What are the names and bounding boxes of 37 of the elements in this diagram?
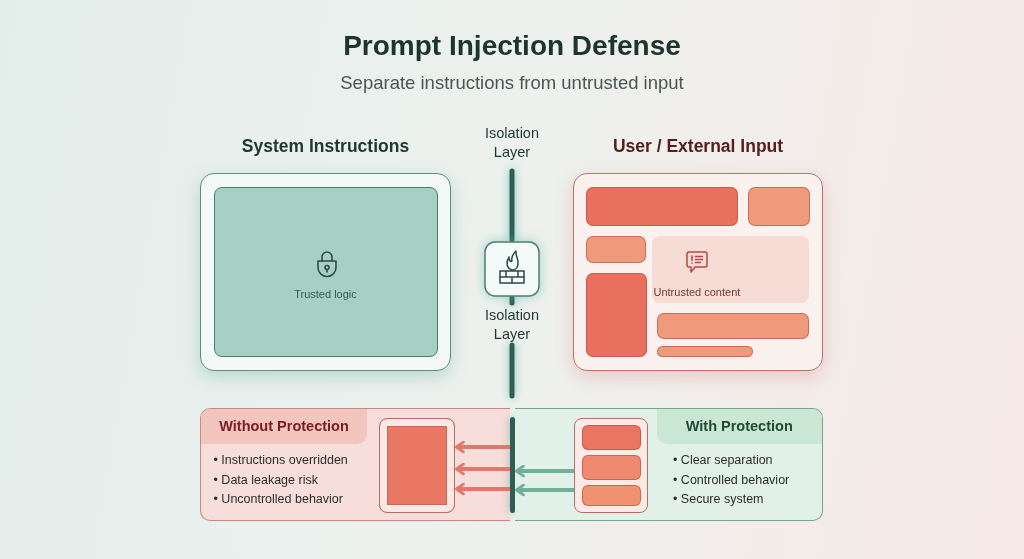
arrow [454, 462, 510, 476]
bullet-item: • Data leakage risk [213, 471, 318, 489]
content-block [585, 272, 647, 357]
panel [515, 408, 823, 521]
panel-heading: With Protection [657, 409, 822, 444]
bullet-item: • Instructions overridden [213, 452, 348, 469]
bullet-item: • Clear separation [673, 452, 773, 469]
inner-panel [213, 186, 438, 357]
panel [200, 408, 510, 521]
layer-label: Isolation Layer [485, 306, 539, 344]
arrow [454, 482, 510, 496]
arrow [454, 440, 510, 454]
content-block [656, 345, 753, 357]
divider-bar [510, 417, 515, 513]
panel-heading: User / External Input [612, 136, 784, 157]
content-block [581, 485, 641, 506]
content-block [656, 312, 809, 339]
content-block [585, 235, 646, 263]
bullet-item: • Secure system [673, 491, 764, 508]
container-box [378, 417, 455, 513]
bullet-item: • Controlled behavior [673, 471, 790, 489]
content-block [747, 186, 810, 226]
layer-label: Isolation Layer [485, 124, 539, 162]
arrow [514, 464, 574, 478]
content-block [581, 425, 641, 450]
bullet-item: • Uncontrolled behavior [213, 491, 343, 508]
subtitle: Separate instructions from untrusted input [340, 73, 684, 92]
content-card [651, 235, 809, 303]
title: Prompt Injection Defense [343, 30, 681, 62]
container-box [574, 417, 648, 513]
node-label: Trusted logic [294, 287, 357, 300]
arrow [514, 483, 574, 497]
node-label: Untrusted content [653, 285, 741, 298]
panel-heading: Without Protection [201, 409, 367, 444]
panel-heading: System Instructions [241, 136, 410, 157]
content-block [585, 186, 738, 226]
content-block [581, 455, 641, 480]
